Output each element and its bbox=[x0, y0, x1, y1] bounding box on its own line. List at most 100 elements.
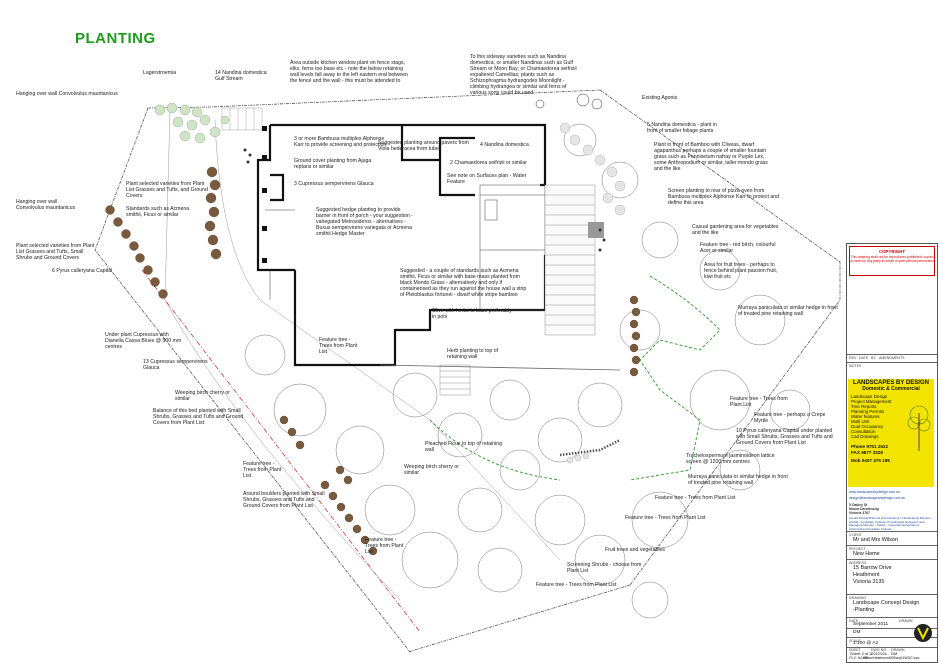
date-row: DATE September 2011 DRAWN bbox=[847, 617, 937, 629]
note-feature-plant: Feature tree - Trees from Plant List bbox=[319, 337, 358, 355]
east-boundary bbox=[599, 89, 841, 586]
firm-web[interactable]: www.landscapesbydesign.com.au bbox=[849, 490, 900, 494]
note-murraya1: Murraya paniculata or similar hedge in f… bbox=[738, 305, 838, 317]
note-boulders: Around boulders planted with Small Shrub… bbox=[243, 491, 325, 509]
murraya-hedge bbox=[629, 275, 721, 481]
note-standards: Standards such as Acmena smithii, Ficus … bbox=[126, 206, 190, 218]
note-ft-left: Feature tree - Trees from Plant List bbox=[243, 461, 282, 479]
north-arrow-icon bbox=[914, 624, 932, 642]
firm-panel: LANDSCAPES BY DESIGN Domestic & Commerci… bbox=[848, 379, 934, 487]
scale-row: SCALE 1:100 @ A2 bbox=[847, 637, 937, 648]
note-weeping2: Weeping birch cherry or similar bbox=[404, 464, 459, 476]
sheet-row: SHEET Sheet 2 of 3 DWG NO. 2012104 DRAWN… bbox=[847, 647, 937, 662]
note-nandina4: 4 Nandina domestica bbox=[480, 142, 529, 148]
note-screening: Screening Shrubs - choose from Plant Lis… bbox=[567, 562, 642, 574]
note-cupressus3: 3 Cupressus sempervirens Glauca bbox=[294, 181, 374, 187]
west-shrubs bbox=[105, 166, 378, 556]
note-ficus-pleached: Pleached Ficus to top of retaining wall bbox=[425, 441, 502, 453]
note-ft-trees: Feature tree - Trees from Plant List bbox=[730, 396, 788, 408]
pizza-oven bbox=[588, 222, 604, 238]
note-trachel: Trachelospermum jasminoideon lattice scr… bbox=[686, 453, 775, 465]
note-standards2: Suggested - a couple of standards such a… bbox=[400, 268, 527, 298]
copyright-box: COPYRIGHT This drawing shall not be repr… bbox=[849, 246, 935, 276]
firm-name: LANDSCAPES BY DESIGN bbox=[853, 380, 929, 386]
qualifications: Gerald Moorat Diploma of Horticulture / … bbox=[849, 516, 933, 531]
note-ft-b1: Feature tree - Trees from Plant List bbox=[655, 495, 736, 501]
note-crepe: Feature tree - perhaps a Crepe Myrtle bbox=[754, 412, 826, 424]
note-ft-b2: Feature tree - Trees from Plant List bbox=[625, 515, 706, 521]
tree-logo-icon bbox=[907, 405, 931, 451]
note-herbs: Herb planting to top of retaining wall bbox=[447, 348, 499, 360]
retaining-wall bbox=[379, 364, 621, 371]
lattice-screen bbox=[559, 438, 621, 457]
title-block: COPYRIGHT This drawing shall not be repr… bbox=[846, 243, 938, 663]
east-plants bbox=[559, 122, 626, 464]
drawing-row: DRAWING Landscape Concept Design -Planti… bbox=[847, 594, 937, 617]
note-pyrus10: 10 Pyrus calleryana Capital under plante… bbox=[736, 428, 833, 446]
note-pizza: Screen planting to rear of pizza oven fr… bbox=[668, 188, 780, 206]
east-shrubs bbox=[629, 295, 641, 377]
project-row: PROJECT New Home bbox=[847, 545, 937, 560]
drawn-row: DM bbox=[847, 628, 937, 638]
deck bbox=[544, 184, 596, 336]
note-fruit: Area for fruit trees - perhaps to fence … bbox=[704, 262, 778, 280]
red-setback-line bbox=[141, 269, 421, 633]
driveway-edge bbox=[164, 109, 401, 601]
revision-header: REV DATE BY AMENDMENTS bbox=[847, 354, 937, 360]
firm-fax: FAX 9877 3329 bbox=[851, 449, 883, 455]
client-row: CLIENT Mr and Mrs Wilson bbox=[847, 531, 937, 546]
note-sideway: To this sideway varieties such as Nandin… bbox=[470, 54, 577, 96]
note-olive: Olive with herbs to base preferably in p… bbox=[432, 308, 512, 320]
note-lagerstroemia: Lagerstroemia bbox=[143, 70, 177, 76]
firm-subtitle: Domestic & Commercial bbox=[862, 385, 920, 392]
note-chamaedorea2: 2 Chamaedorea seifrizii or similar bbox=[450, 160, 527, 166]
firm-contact: www.landscapesbydesign.com.au design@lan… bbox=[849, 490, 935, 531]
murraya-hedge-lower bbox=[429, 419, 561, 481]
note-cupressus13: 13 Cupressus sempervirens Glauca bbox=[143, 359, 208, 371]
note-agonis: Existing Agonis bbox=[642, 95, 678, 101]
firm-email[interactable]: design@landscapesbydesign.com.au bbox=[849, 496, 906, 500]
house-interior bbox=[265, 184, 546, 311]
note-hanging1: Hanging over wall Convolvulus mauritanic… bbox=[16, 91, 118, 97]
note-kitchen: Area outside kitchen window plant on fen… bbox=[290, 60, 408, 84]
firm-mobile: Mob 0407 475 195 bbox=[851, 458, 890, 463]
note-casual: Casual gardening area for vegetables and… bbox=[692, 224, 779, 236]
firm-phone: Phone 9751 2622 bbox=[851, 444, 889, 449]
south-boundary bbox=[407, 584, 631, 653]
columns bbox=[262, 126, 267, 263]
note-redbirch: Feature tree - red birch, colourful Acer… bbox=[700, 242, 776, 254]
feature-trees bbox=[244, 123, 811, 619]
note-underplant: Under plant Cupressus with Dianella Cass… bbox=[105, 332, 182, 350]
note-pavers: Suggested planting around pavers from Vi… bbox=[378, 140, 469, 152]
note-nandina5: 5 Nandina domestica - plant in front of … bbox=[647, 122, 718, 134]
existing-agonis bbox=[535, 93, 603, 110]
west-boundary bbox=[94, 107, 411, 653]
note-plant-sel: Plant selected varieties from Plant List… bbox=[126, 181, 208, 199]
north-plants bbox=[154, 102, 230, 144]
note-hedge: Suggested hedge planting to provide barr… bbox=[316, 207, 413, 237]
note-bamboo3: 3 or more Bambusa multiplex Alphonse Kar… bbox=[294, 136, 387, 148]
note-plant-sel2: Plant selected varieties from Plant List… bbox=[16, 243, 95, 261]
steps bbox=[439, 364, 471, 396]
note-murraya2: Murraya paniculata or similar hedge in f… bbox=[688, 474, 788, 486]
note-nandina14: 14 Nandina domestica Gulf Stream bbox=[215, 70, 267, 82]
bamboo-clumps bbox=[243, 148, 606, 252]
note-fruitveg: Fruit trees and vegetables bbox=[605, 547, 665, 553]
page-title: PLANTING bbox=[75, 30, 156, 47]
note-ajuga: Ground cover planting from Ajuga reptans… bbox=[294, 158, 372, 170]
note-balance: Balance of this bed planted with Small S… bbox=[153, 408, 244, 426]
note-bamboo-clivea: Plant in front of Bamboo with Cliveas, d… bbox=[654, 142, 768, 172]
address-row: ADDRESS 15 Barrow Drive Heathmont Victor… bbox=[847, 559, 937, 590]
notes-label: NOTES bbox=[849, 364, 862, 368]
note-ft-b3: Feature tree - Trees from Plant List bbox=[365, 537, 404, 555]
note-surfaces: See note on Surfaces plan - Water Featur… bbox=[447, 173, 527, 185]
north-paving bbox=[221, 107, 263, 131]
inner-bed-edge bbox=[214, 119, 561, 561]
note-ft-b4: Feature tree - Trees from Plant List bbox=[536, 582, 617, 588]
note-pyrus6: 6 Pyrus calleryana Capital bbox=[52, 268, 113, 274]
note-hanging2: Hanging over wall Convolvulus mauritanic… bbox=[16, 199, 76, 211]
note-weeping1: Weeping birch cherry or similar bbox=[175, 390, 230, 402]
